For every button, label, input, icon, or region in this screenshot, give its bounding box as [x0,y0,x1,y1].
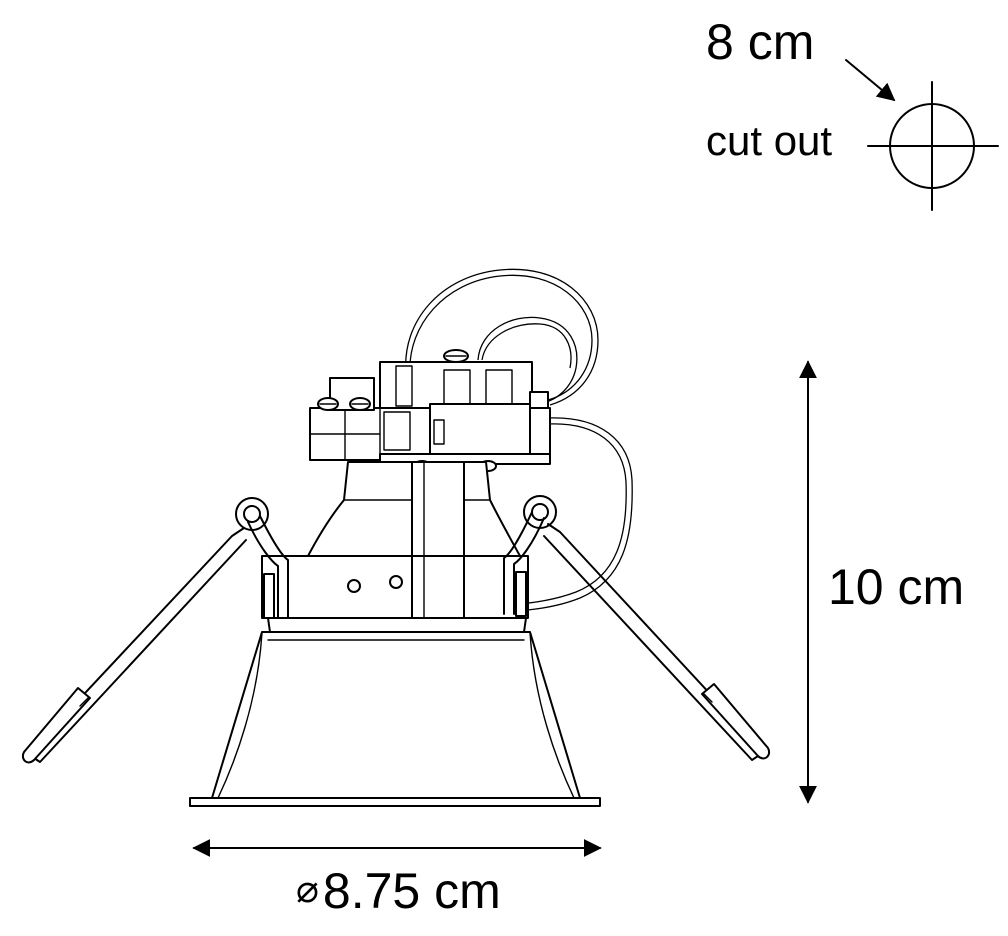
height-label: 10 cm [828,559,965,615]
trim-flange [189,797,601,807]
reflector-body [211,631,581,799]
ring-screw-left [347,579,361,593]
reflector-cone [189,631,601,807]
terminal-block [309,349,551,472]
spring-coil-left [235,497,269,531]
diameter-icon: ⌀ [296,869,319,911]
dimension-lines [192,360,817,857]
mounting-ring [261,555,529,633]
spring-coil-right [523,495,557,529]
cutout-pointer-arrow [845,59,896,102]
spring-clip-left [22,497,289,764]
diameter-label: ⌀8.75 cm [296,866,501,916]
ring-screw-right [389,575,403,589]
cutout-symbol [845,59,999,211]
cutout-size-label: 8 cm [706,14,815,70]
terminal-housing [379,361,533,411]
connector-clip [429,403,531,455]
spring-clip-right [503,495,770,761]
diameter-value: 8.75 cm [322,863,501,919]
cutout-caption: cut out [706,117,833,164]
